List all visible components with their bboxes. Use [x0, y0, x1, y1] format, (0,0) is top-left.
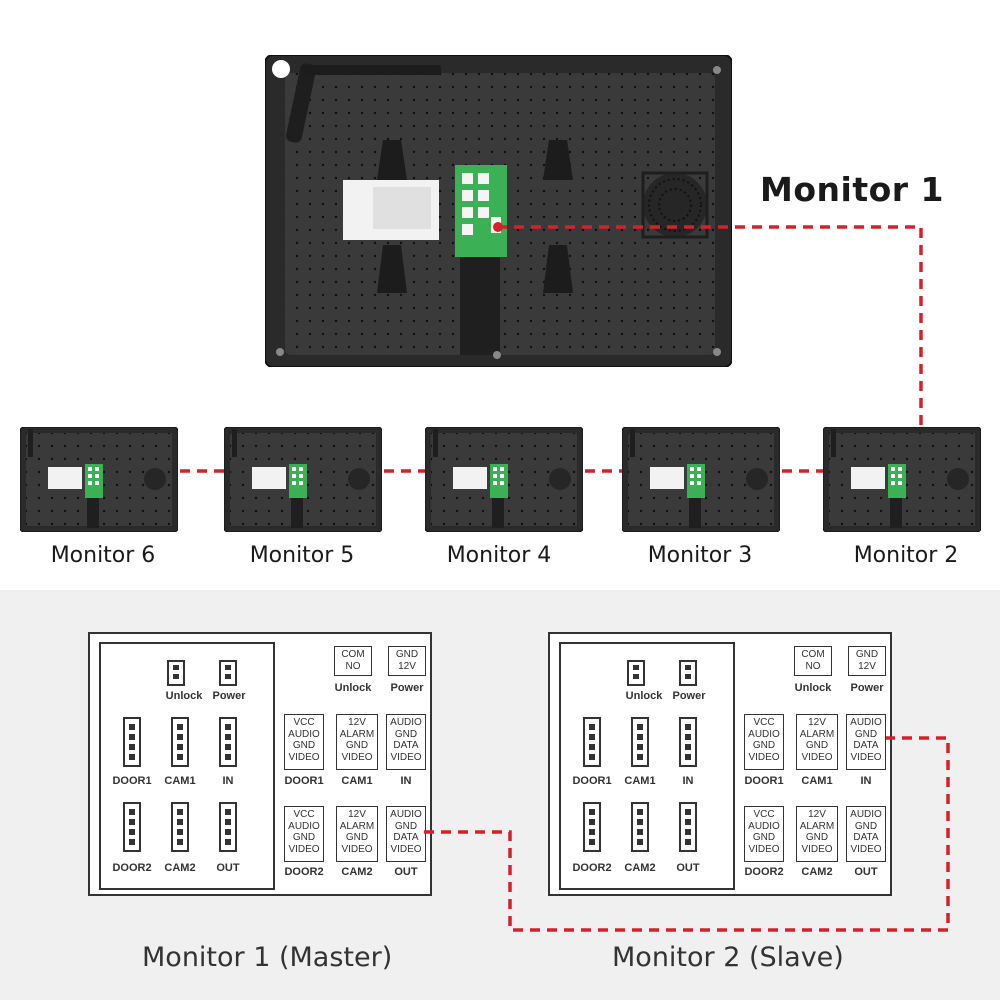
door2-terminal-label: DOOR2 — [744, 866, 784, 878]
door2-connector-icon — [123, 802, 141, 852]
door2-connector-icon — [583, 802, 601, 852]
door1-connector-icon — [123, 717, 141, 767]
connector-group — [99, 642, 275, 890]
monitor-4-image — [424, 426, 584, 533]
monitor-1-label: Monitor 1 — [760, 170, 944, 209]
power-label: Power — [672, 690, 706, 702]
door1-label: DOOR1 — [112, 775, 152, 787]
cam1-connector-icon — [171, 717, 189, 767]
wire-endpoint-dot — [493, 222, 503, 232]
out-terminal-label: OUT — [394, 866, 418, 878]
cam2-label: CAM2 — [164, 862, 196, 874]
power-connector-icon — [679, 660, 697, 686]
door1-terminal-label: DOOR1 — [744, 775, 784, 787]
out-connector-icon — [219, 802, 237, 852]
monitor-3-image — [621, 426, 781, 533]
cam1-label: CAM1 — [624, 775, 656, 787]
door2-label: DOOR2 — [112, 862, 152, 874]
master-panel-title: Monitor 1 (Master) — [142, 942, 393, 973]
in-label: IN — [682, 775, 694, 787]
out-terminal-label: OUT — [854, 866, 878, 878]
monitor-4-label: Monitor 4 — [446, 543, 552, 568]
door2-terminal-label: DOOR2 — [284, 866, 324, 878]
monitor-2-image — [822, 426, 982, 533]
wiring-panel-slave: Unlock Power DOOR1 CAM1 IN DOOR2 CAM2 OU… — [548, 632, 892, 896]
unlock-connector-icon — [167, 660, 185, 686]
out-label: OUT — [676, 862, 700, 874]
cam2-label: CAM2 — [624, 862, 656, 874]
door1-terminal-label: DOOR1 — [284, 775, 324, 787]
monitor-6-label: Monitor 6 — [50, 543, 156, 568]
unlock-connector-icon — [627, 660, 645, 686]
cam1-terminal-label: CAM1 — [341, 775, 373, 787]
unlock-terminal-label: Unlock — [794, 682, 832, 694]
wiring-panel-master: Unlock Power DOOR1 CAM1 IN DOOR2 CAM2 OU… — [88, 632, 432, 896]
door1-label: DOOR1 — [572, 775, 612, 787]
in-connector-icon — [679, 717, 697, 767]
power-connector-icon — [219, 660, 237, 686]
cam2-terminal-label: CAM2 — [341, 866, 373, 878]
cam2-connector-icon — [631, 802, 649, 852]
monitor-6-image — [19, 426, 179, 533]
cam1-terminal-label: CAM1 — [801, 775, 833, 787]
power-label: Power — [212, 690, 246, 702]
wire-monitor1-to-monitor2 — [497, 225, 923, 427]
unlock-terminal-label: Unlock — [334, 682, 372, 694]
out-connector-icon — [679, 802, 697, 852]
in-terminal-label: IN — [400, 775, 412, 787]
monitor-1-back-image — [265, 55, 732, 367]
door2-label: DOOR2 — [572, 862, 612, 874]
monitor-5-image — [223, 426, 383, 533]
cam1-label: CAM1 — [164, 775, 196, 787]
monitor-3-label: Monitor 3 — [647, 543, 753, 568]
in-connector-icon — [219, 717, 237, 767]
cam1-connector-icon — [631, 717, 649, 767]
in-label: IN — [222, 775, 234, 787]
power-terminal-label: Power — [390, 682, 424, 694]
slave-panel-title: Monitor 2 (Slave) — [612, 942, 844, 973]
cam2-terminal-label: CAM2 — [801, 866, 833, 878]
connector-group — [559, 642, 735, 890]
wire-master-out-to-slave-in — [424, 736, 950, 932]
unlock-label: Unlock — [625, 690, 663, 702]
door1-connector-icon — [583, 717, 601, 767]
monitor-2-label: Monitor 2 — [853, 543, 959, 568]
out-label: OUT — [216, 862, 240, 874]
unlock-label: Unlock — [165, 690, 203, 702]
monitor-5-label: Monitor 5 — [249, 543, 355, 568]
power-terminal-label: Power — [850, 682, 884, 694]
cam2-connector-icon — [171, 802, 189, 852]
in-terminal-label: IN — [860, 775, 872, 787]
